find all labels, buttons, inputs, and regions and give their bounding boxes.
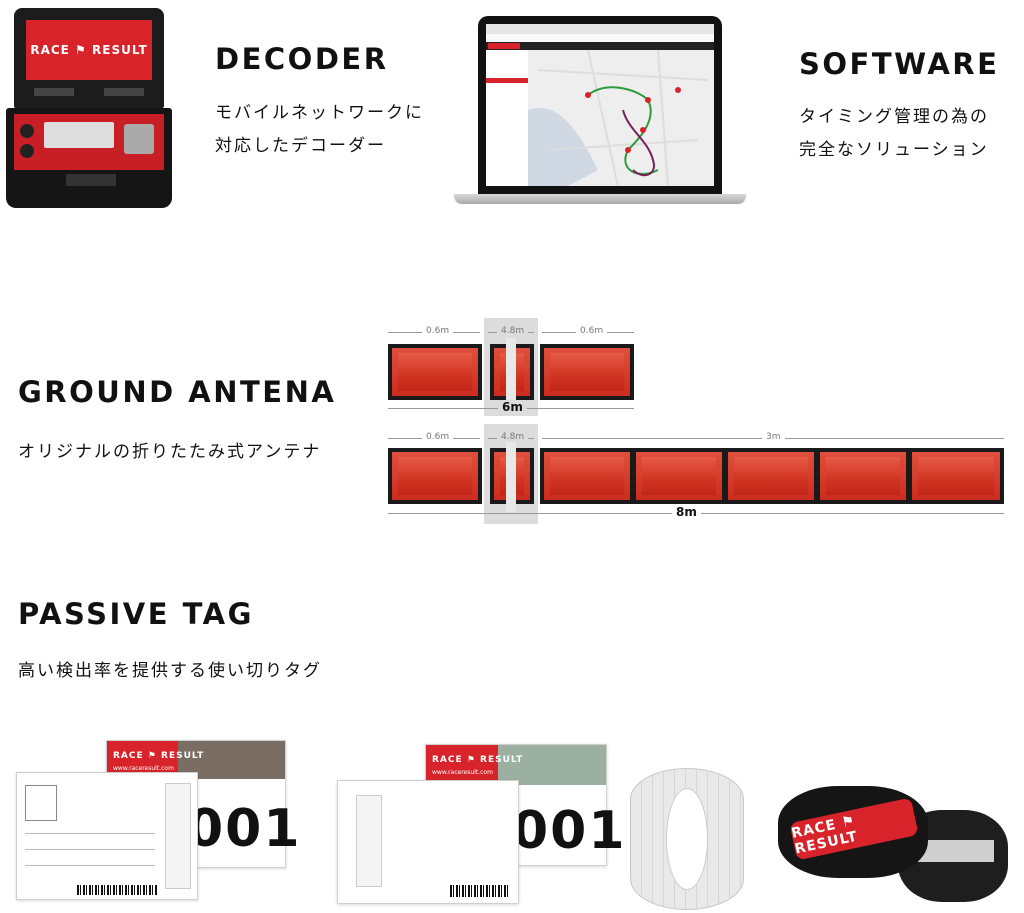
decoder-title: DECODER [215,42,389,76]
antenna-desc: オリジナルの折りたたみ式アンテナ [18,442,322,462]
antenna-mat-r2-7 [908,448,1004,504]
bib-number-2: 001 [512,801,627,861]
decoder-logo-flag-icon: ⚑ [75,43,87,57]
bib1-back-line-2 [25,849,155,850]
dim-r2-total: 8m [672,505,701,519]
tag-roll-core [666,788,708,890]
dim-r1-left: 0.6m [422,326,454,336]
bib1-logo-race: RACE [113,751,144,761]
antenna-mat-r1-3 [540,344,634,400]
antenna-mat-r2-6 [816,448,910,504]
decoder-case-body [6,108,172,208]
dim-r1-right: 0.6m [576,326,608,336]
bib-header-2: RACE ⚑ RESULT www.raceresult.com [426,745,606,785]
dim-r2-right: 3m [762,432,785,442]
software-laptop-image [454,16,746,206]
decoder-logo-race: RACE [30,43,70,57]
dim-r2-gap: 4.8m [497,432,529,442]
app-sidebar [486,50,529,186]
laptop-screen [478,16,722,194]
decoder-keypad [44,122,114,148]
laptop-base [454,194,746,204]
decoder-connector-icon-2 [20,144,34,158]
tag-desc: 高い検出率を提供する使い切りタグ [18,661,322,681]
decoder-label-strip-2 [104,88,144,96]
tag-roll-image [630,768,744,910]
bib2-barcode [450,885,510,897]
software-desc-line1: タイミング管理の為の [799,107,989,127]
shirt-icon [25,785,57,821]
decoder-case-lid: RACE ⚑ RESULT [14,8,164,108]
route-map [528,50,714,186]
decoder-connector-icon [20,124,34,138]
antenna-diagram: 0.6m 4.8m 0.6m 6m 0.6m 4.8m 3m 8m [384,318,1010,528]
bib2-logo-result: RESULT [480,755,524,765]
app-logo [488,43,520,49]
decoder-display [124,124,154,154]
bib-header-1: RACE ⚑ RESULT www.raceresult.com [107,741,285,779]
antenna-fold-r2 [506,442,516,512]
dim-r2-left: 0.6m [422,432,454,442]
software-desc-line2: 完全なソリューション [799,140,989,160]
dim-r1-gap: 4.8m [497,326,529,336]
bib1-barcode [77,885,157,895]
antenna-mat-r1-1 [388,344,482,400]
app-navbar [486,42,714,50]
antenna-mat-r2-4 [632,448,726,504]
antenna-fold-r1 [506,338,516,408]
dim-r1-total: 6m [498,400,527,414]
decoder-image: RACE ⚑ RESULT [6,8,172,208]
wristband-red-panel: RACE ⚑ RESULT [789,797,919,861]
tag-title: PASSIVE TAG [18,597,254,631]
bib1-logo-flag-icon: ⚑ [147,751,157,761]
bib1-url: www.raceresult.com [113,765,174,772]
decoder-desc-line1: モバイルネットワークに [215,103,424,123]
bib2-logo-flag-icon: ⚑ [466,755,476,765]
bib2-tag-strip [356,795,382,887]
bib-back-2 [337,780,519,904]
software-title: SOFTWARE [799,47,1000,81]
bib1-tag-strip [165,783,191,889]
bib-number-1: 001 [187,799,302,859]
wristband-front: RACE ⚑ RESULT [778,786,928,878]
antenna-mat-r2-3 [540,448,634,504]
route-purple [622,109,655,177]
bib1-logo-result: RESULT [161,751,205,761]
bib2-logo-race: RACE [432,755,463,765]
browser-tabbar [486,24,714,34]
laptop-display [486,24,714,186]
bib1-back-line-3 [25,865,155,866]
decoder-label-strip [34,88,74,96]
decoder-control-panel [14,114,164,170]
bib1-back-line [25,833,155,834]
wristband-back-label [914,840,994,862]
bib-back-1 [16,772,198,900]
app-sidebar-active-item [486,78,528,83]
decoder-case-screen: RACE ⚑ RESULT [26,20,152,80]
decoder-logo-result: RESULT [92,43,148,57]
antenna-title: GROUND ANTENA [18,375,337,409]
bib2-url: www.raceresult.com [432,769,493,776]
decoder-desc-line2: 対応したデコーダー [215,136,386,156]
wristband-image: RACE ⚑ RESULT [778,780,1014,908]
antenna-mat-r2-1 [388,448,482,504]
antenna-mat-r2-5 [724,448,818,504]
decoder-handle [66,174,116,186]
